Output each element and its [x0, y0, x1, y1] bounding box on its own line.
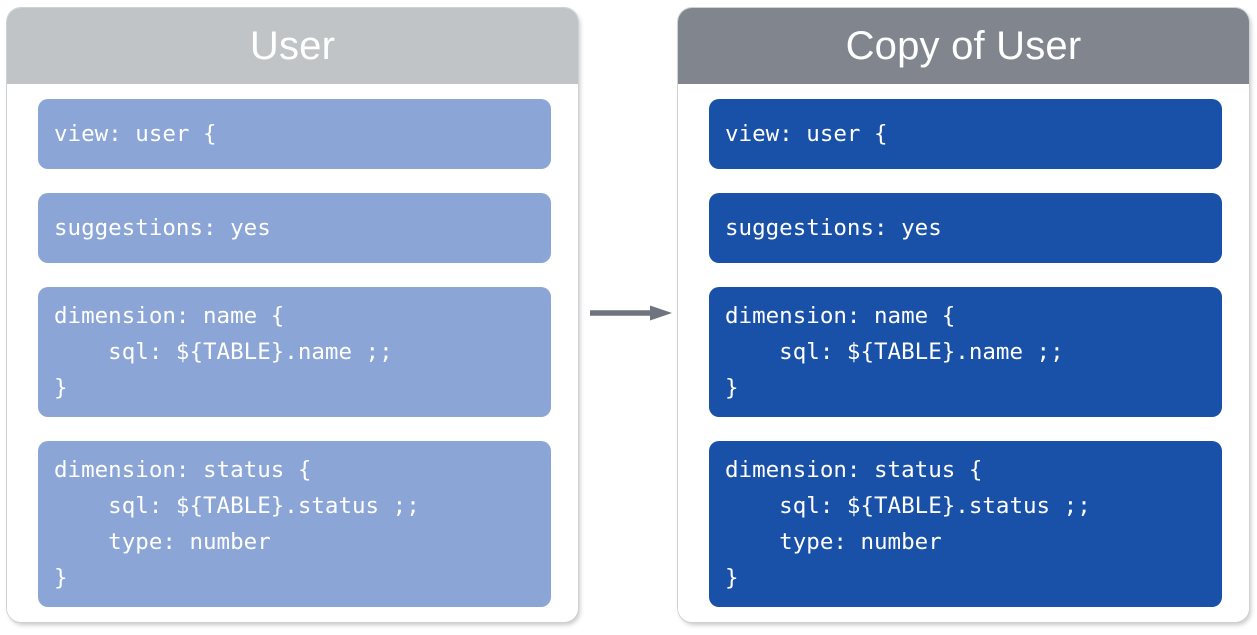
code-block-dimension-status: dimension: status { sql: ${TABLE}.status… — [38, 441, 551, 607]
panel-source-header: User — [7, 8, 578, 84]
arrow-right-icon — [590, 305, 672, 321]
code-block-suggestions: suggestions: yes — [38, 193, 551, 263]
code-block-suggestions-copy: suggestions: yes — [709, 193, 1222, 263]
panel-source-title: User — [249, 24, 336, 68]
code-block-dimension-name: dimension: name { sql: ${TABLE}.name ;; … — [38, 287, 551, 417]
panel-copy-body: view: user { suggestions: yes dimension:… — [678, 84, 1249, 622]
panel-copy-header: Copy of User — [678, 8, 1249, 84]
panel-source-body: view: user { suggestions: yes dimension:… — [7, 84, 578, 622]
code-block-view: view: user { — [38, 99, 551, 169]
panel-copy-of-user: Copy of User view: user { suggestions: y… — [678, 8, 1249, 622]
code-block-view-copy: view: user { — [709, 99, 1222, 169]
code-block-dimension-name-copy: dimension: name { sql: ${TABLE}.name ;; … — [709, 287, 1222, 417]
code-block-dimension-status-copy: dimension: status { sql: ${TABLE}.status… — [709, 441, 1222, 607]
panel-copy-title: Copy of User — [845, 24, 1082, 68]
panel-source-user: User view: user { suggestions: yes dimen… — [7, 8, 578, 622]
